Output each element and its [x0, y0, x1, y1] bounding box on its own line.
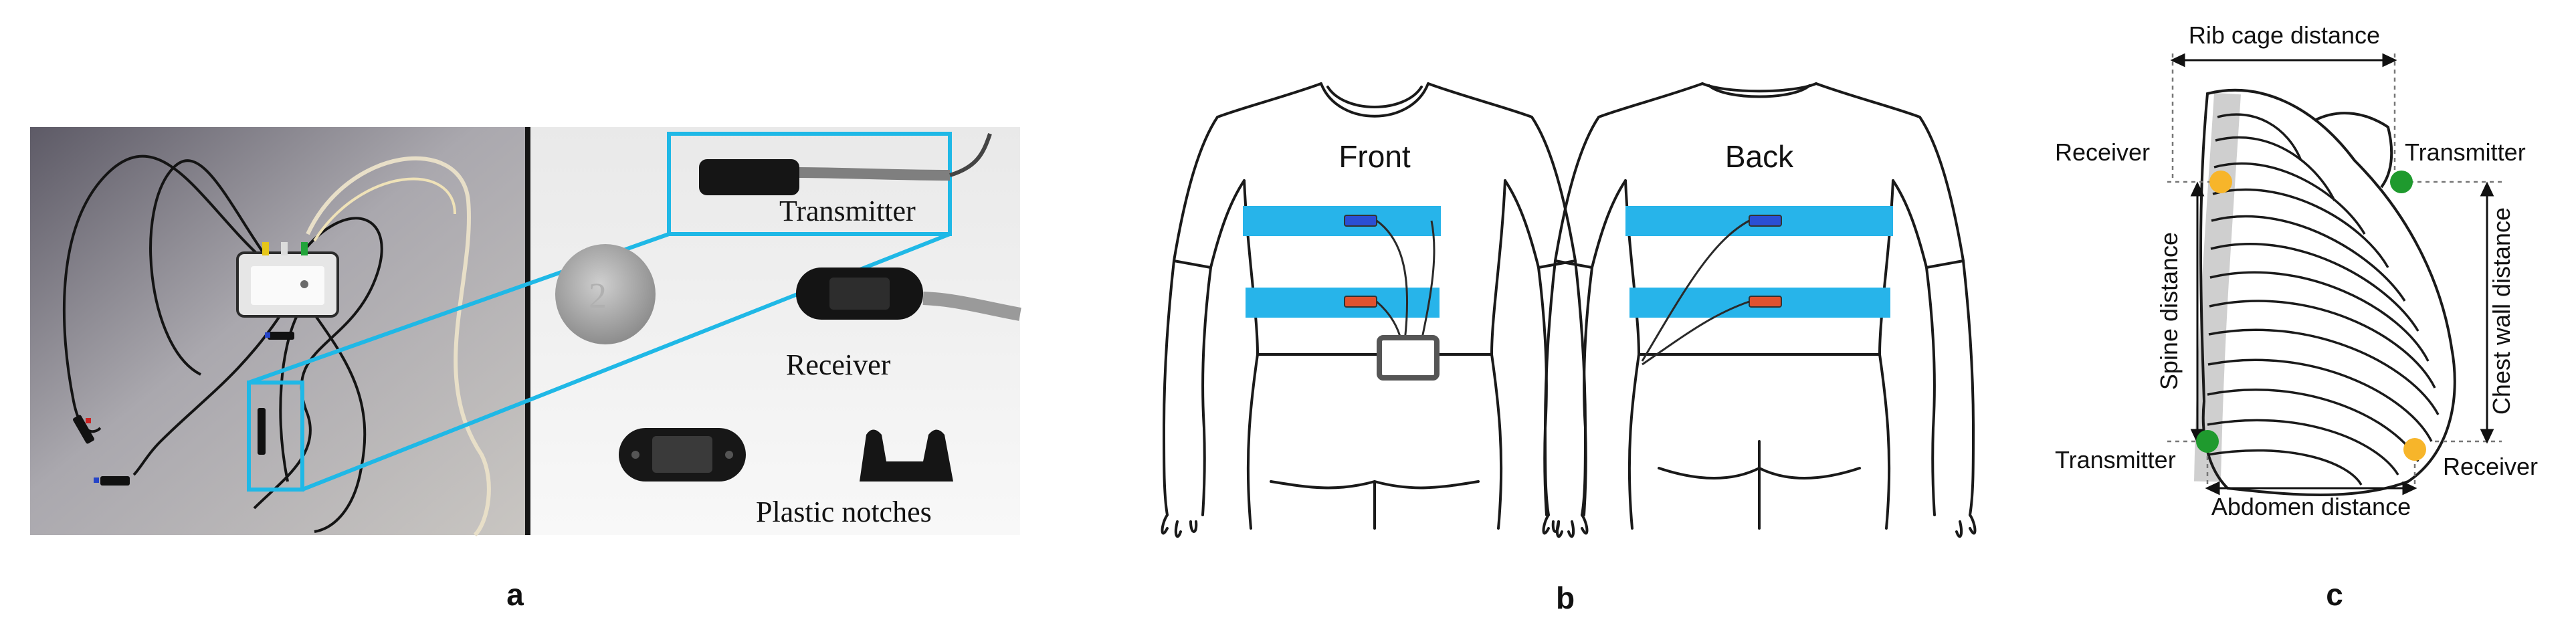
- photo-divider: [525, 127, 530, 535]
- transmitter-dot-top: [2390, 171, 2413, 193]
- transmitter-device: [699, 159, 799, 195]
- measurement-arrows: [2170, 53, 2494, 496]
- receiver-device: [796, 268, 1021, 321]
- label-rib-cage-distance: Rib cage distance: [2189, 21, 2380, 49]
- label-receiver-top: Receiver: [2055, 138, 2150, 166]
- rib-cage-outline: [2199, 88, 2456, 496]
- panel-c: Rib cage distance Receiver Transmitter S…: [2055, 21, 2538, 612]
- caption-c: c: [2326, 577, 2343, 612]
- front-wires: [1376, 219, 1435, 342]
- panel-a: 2 Transmitter Receiver Plastic notches a: [30, 127, 1021, 612]
- caption-a: a: [506, 577, 524, 612]
- back-red-sensor: [1749, 296, 1782, 308]
- front-figure: [1161, 82, 1589, 538]
- sensor-wires: [62, 154, 383, 533]
- front-control-device: [1377, 335, 1440, 381]
- label-receiver: Receiver: [786, 348, 891, 381]
- receiver-case: [619, 428, 746, 482]
- coin: [555, 244, 656, 344]
- front-abdomen-band: [1246, 288, 1440, 318]
- label-plastic-notches: Plastic notches: [756, 496, 932, 528]
- back-blue-sensor: [1749, 215, 1782, 227]
- label-receiver-bottom: Receiver: [2443, 453, 2538, 480]
- front-chest-band: [1243, 206, 1441, 236]
- photo-left-background: [30, 127, 528, 535]
- front-red-sensor: [1344, 296, 1377, 308]
- ribs: [2207, 113, 2440, 486]
- label-chest-wall-distance: Chest wall distance: [2488, 207, 2515, 415]
- usb-cable: [306, 156, 491, 537]
- back-figure: [1542, 82, 1977, 538]
- label-spine-distance: Spine distance: [2155, 232, 2183, 390]
- receiver-dot-bottom: [2403, 438, 2426, 461]
- caption-b: b: [1556, 580, 1575, 615]
- label-back: Back: [1725, 139, 1794, 174]
- label-front: Front: [1339, 139, 1411, 174]
- receiver-dot-top: [2209, 171, 2232, 193]
- label-transmitter-bottom: Transmitter: [2055, 446, 2176, 473]
- label-transmitter-top: Transmitter: [2405, 138, 2526, 166]
- transmitter-dot-bottom: [2196, 430, 2219, 453]
- label-transmitter: Transmitter: [779, 195, 916, 227]
- svg-text:2: 2: [589, 276, 607, 316]
- label-abdomen-distance: Abdomen distance: [2211, 493, 2411, 520]
- panel-b: Front Back b: [1161, 82, 1977, 615]
- back-wires: [1641, 219, 1750, 366]
- plastic-notches: [860, 429, 953, 482]
- front-blue-sensor: [1344, 215, 1377, 227]
